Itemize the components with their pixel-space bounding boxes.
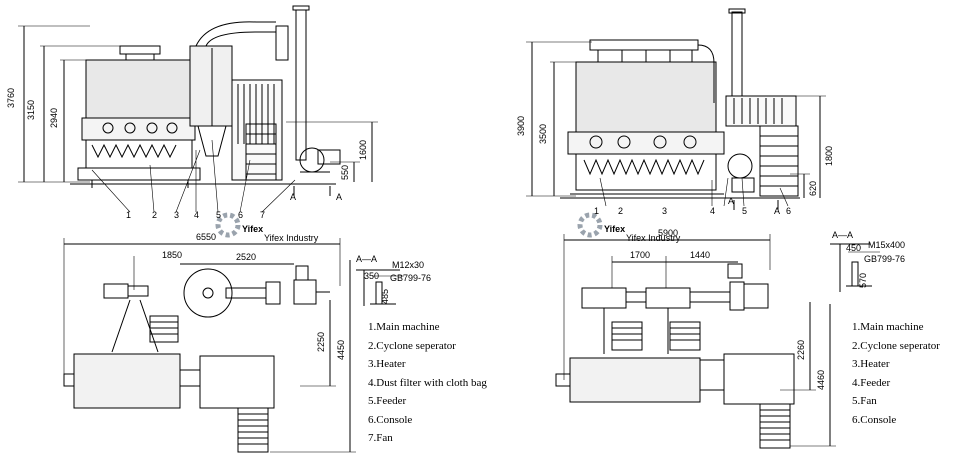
- std-spec-right: GB799-76: [864, 254, 905, 264]
- section-arrow-a2: A: [336, 192, 342, 202]
- callout-right-6: 6: [786, 206, 791, 216]
- dim-2940: 2940: [49, 108, 59, 128]
- section-label-left: A—A: [356, 254, 377, 264]
- dim-570: 570: [858, 273, 868, 288]
- watermark-sub-left: Yifex Industry: [264, 233, 319, 243]
- callout-left-4: 4: [194, 210, 199, 220]
- callout-left-1: 1: [126, 210, 131, 220]
- callout-left-6: 6: [238, 210, 243, 220]
- callout-right-4: 4: [710, 206, 715, 216]
- dim-3500: 3500: [538, 124, 548, 144]
- legend-item: 3.Heater: [368, 358, 406, 370]
- dim-1600: 1600: [358, 140, 368, 160]
- dim-6550: 6550: [196, 232, 216, 242]
- dim-1440: 1440: [690, 250, 710, 260]
- dim-4450: 4450: [336, 340, 346, 360]
- dim-450: 450: [846, 243, 861, 253]
- legend-item: 7.Fan: [368, 432, 393, 444]
- dim-3150: 3150: [26, 100, 36, 120]
- right-section: [830, 243, 880, 292]
- left-section: [356, 269, 404, 306]
- callout-right-5: 5: [742, 206, 747, 216]
- callout-left-5: 5: [216, 210, 221, 220]
- callout-right-1: 1: [594, 206, 599, 216]
- legend-right: 1.Main machine 2.Cyclone seperator 3.Hea…: [852, 318, 940, 429]
- section-arrow-a1: A: [290, 192, 296, 202]
- dim-1700: 1700: [630, 250, 650, 260]
- legend-item: 4.Dust filter with cloth bag: [368, 376, 487, 389]
- legend-item: 4.Feeder: [852, 376, 891, 389]
- dim-620: 620: [808, 181, 818, 196]
- watermark-sub-right: Yifex Industry: [626, 233, 681, 243]
- dim-2260: 2260: [796, 340, 806, 360]
- watermark-brand-left: Yifex: [242, 224, 263, 234]
- right-elevation: [526, 8, 826, 210]
- legend-item: 1.Main machine: [852, 321, 924, 333]
- section-label-right: A—A: [832, 230, 853, 240]
- callout-right-3: 3: [662, 206, 667, 216]
- legend-item: 1.Main machine: [368, 321, 440, 333]
- dim-550: 550: [340, 165, 350, 180]
- legend-item: 5.Fan: [852, 395, 877, 407]
- bolt-spec-left: M12x30: [392, 260, 424, 270]
- bolt-spec-right: M15x400: [868, 240, 905, 250]
- legend-item: 5.Feeder: [368, 395, 407, 407]
- legend-item: 6.Console: [852, 413, 897, 426]
- callout-right-2: 2: [618, 206, 623, 216]
- dim-485: 485: [380, 289, 390, 304]
- section-arrow-a2-right: A: [774, 206, 780, 216]
- dim-2520: 2520: [236, 252, 256, 262]
- legend-item: 2.Cyclone seperator: [852, 339, 940, 352]
- legend-item: 2.Cyclone seperator: [368, 339, 456, 352]
- dim-4460: 4460: [816, 370, 826, 390]
- callout-left-7: 7: [260, 210, 265, 220]
- std-spec-left: GB799-76: [390, 273, 431, 283]
- dim-3760: 3760: [6, 88, 16, 108]
- dim-3900: 3900: [516, 116, 526, 136]
- callout-left-3: 3: [174, 210, 179, 220]
- gear-icon: [215, 212, 603, 238]
- legend-item: 6.Console: [368, 413, 413, 426]
- dim-2250: 2250: [316, 332, 326, 352]
- dim-1850: 1850: [162, 250, 182, 260]
- watermark-brand-right: Yifex: [604, 224, 625, 234]
- section-arrow-a1-right: A: [728, 196, 734, 206]
- main-machine-body: [85, 59, 193, 121]
- dim-1800: 1800: [824, 146, 834, 166]
- dim-5900: 5900: [658, 228, 678, 238]
- callout-left-2: 2: [152, 210, 157, 220]
- left-plan: [63, 238, 356, 453]
- right-plan: [555, 234, 836, 449]
- legend-left: 1.Main machine 2.Cyclone seperator 3.Hea…: [368, 318, 487, 448]
- dim-350: 350: [364, 271, 379, 281]
- left-elevation: [18, 5, 378, 213]
- legend-item: 3.Heater: [852, 358, 890, 370]
